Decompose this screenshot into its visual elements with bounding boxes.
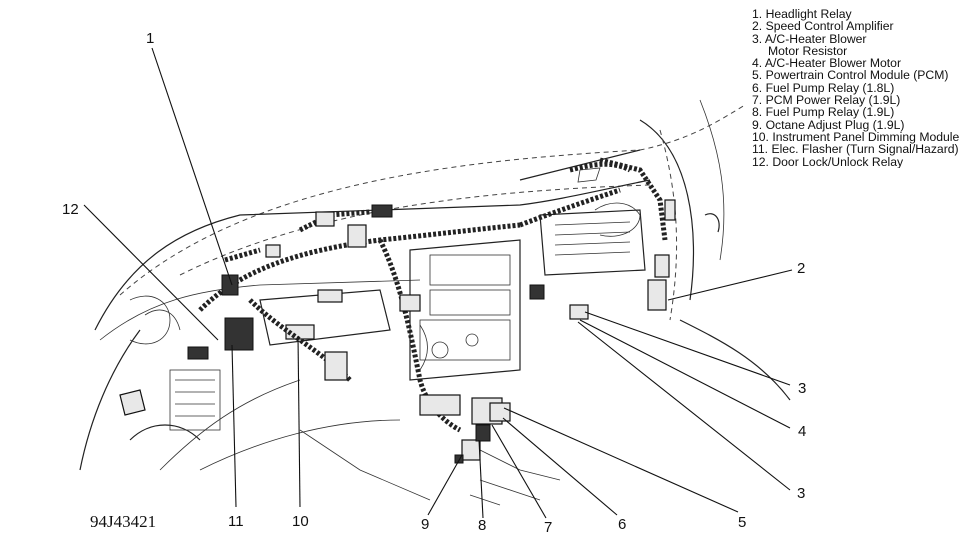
legend-item-text: A/C-Heater Blower Motor bbox=[764, 56, 902, 71]
legend-item-text: Elec. Flasher (Turn Signal/Hazard) bbox=[771, 142, 959, 157]
legend-item: 9. Octane Adjust Plug (1.9L) bbox=[752, 119, 978, 131]
dashboard-drawing bbox=[79, 99, 791, 506]
legend-item-number: 4. bbox=[752, 56, 763, 71]
legend-item-number: 12. bbox=[752, 154, 769, 168]
callout-9: 9 bbox=[421, 516, 429, 533]
leader-lines bbox=[83, 47, 793, 519]
leader-10 bbox=[297, 335, 301, 508]
legend-item-number: 2. bbox=[752, 19, 763, 34]
leader-8 bbox=[478, 439, 484, 519]
callout-2: 2 bbox=[797, 260, 805, 277]
legend-item-text: Instrument Panel Dimming Module bbox=[772, 129, 960, 144]
legend-item-text: Door Lock/Unlock Relay bbox=[772, 154, 904, 168]
legend-item-number: 6. bbox=[752, 80, 763, 95]
callout-7: 7 bbox=[544, 519, 552, 535]
leader-2 bbox=[667, 269, 793, 301]
legend-item: 2. Speed Control Amplifier bbox=[752, 20, 978, 32]
legend-item-number: 8. bbox=[752, 105, 763, 120]
callout-11: 11 bbox=[228, 513, 244, 530]
legend-item-text: Headlight Relay bbox=[765, 8, 852, 21]
legend-item-number: 5. bbox=[752, 68, 763, 83]
leader-1 bbox=[151, 47, 233, 286]
legend-item: 11. Elec. Flasher (Turn Signal/Hazard) bbox=[752, 143, 978, 155]
leader-5 bbox=[503, 407, 739, 513]
legend-item: 10. Instrument Panel Dimming Module bbox=[752, 131, 978, 143]
legend-item-number: 11. bbox=[752, 142, 769, 157]
legend-item-number: 9. bbox=[752, 117, 763, 132]
leader-3b bbox=[577, 321, 791, 491]
legend-item-text: Speed Control Amplifier bbox=[765, 19, 894, 34]
legend-item-text: PCM Power Relay (1.9L) bbox=[765, 93, 901, 108]
callout-6: 6 bbox=[618, 516, 626, 533]
legend-item: 7. PCM Power Relay (1.9L) bbox=[752, 94, 978, 106]
callout-3b: 3 bbox=[797, 485, 805, 502]
reference-code: 94J43421 bbox=[90, 512, 156, 531]
leader-12 bbox=[83, 204, 219, 341]
callout-10: 10 bbox=[292, 513, 309, 530]
leader-4 bbox=[579, 319, 791, 429]
leader-3a bbox=[584, 311, 791, 386]
legend-item: 3. A/C-Heater Blower bbox=[752, 31, 978, 46]
legend-item-number: 3. bbox=[752, 31, 763, 46]
legend-item-text: Octane Adjust Plug (1.9L) bbox=[765, 117, 905, 132]
legend-item-text: Motor Resistor bbox=[768, 43, 848, 58]
legend-item-number: 10. bbox=[752, 129, 769, 144]
callout-8: 8 bbox=[478, 517, 486, 534]
legend-item: 6. Fuel Pump Relay (1.8L) bbox=[752, 82, 978, 94]
legend-item-number: 1. bbox=[752, 8, 763, 21]
callout-4: 4 bbox=[798, 423, 806, 440]
legend-item: Motor Resistor bbox=[752, 45, 978, 57]
callout-5: 5 bbox=[738, 514, 746, 531]
legend-item: 8. Fuel Pump Relay (1.9L) bbox=[752, 106, 978, 118]
legend-item-text: Powertrain Control Module (PCM) bbox=[765, 68, 949, 83]
leader-6 bbox=[502, 417, 618, 516]
legend-item: 12. Door Lock/Unlock Relay bbox=[752, 154, 978, 168]
legend-item-text: A/C-Heater Blower bbox=[764, 31, 867, 46]
legend-item: 4. A/C-Heater Blower Motor bbox=[752, 57, 978, 69]
legend-item: 5. Powertrain Control Module (PCM) bbox=[752, 69, 978, 81]
leader-11 bbox=[231, 344, 237, 508]
leader-9 bbox=[427, 454, 463, 516]
legend-item: 1. Headlight Relay bbox=[752, 8, 978, 20]
callout-3a: 3 bbox=[798, 380, 806, 397]
callout-labels: 1 12 2 3 4 3 5 6 7 8 9 10 11 bbox=[62, 30, 806, 535]
legend-item-text: Fuel Pump Relay (1.8L) bbox=[765, 80, 895, 95]
callout-1: 1 bbox=[146, 30, 154, 47]
legend-item-text: Fuel Pump Relay (1.9L) bbox=[765, 105, 895, 120]
leader-7 bbox=[491, 424, 547, 519]
legend-item-number: 7. bbox=[752, 93, 763, 108]
callout-12: 12 bbox=[62, 201, 79, 218]
